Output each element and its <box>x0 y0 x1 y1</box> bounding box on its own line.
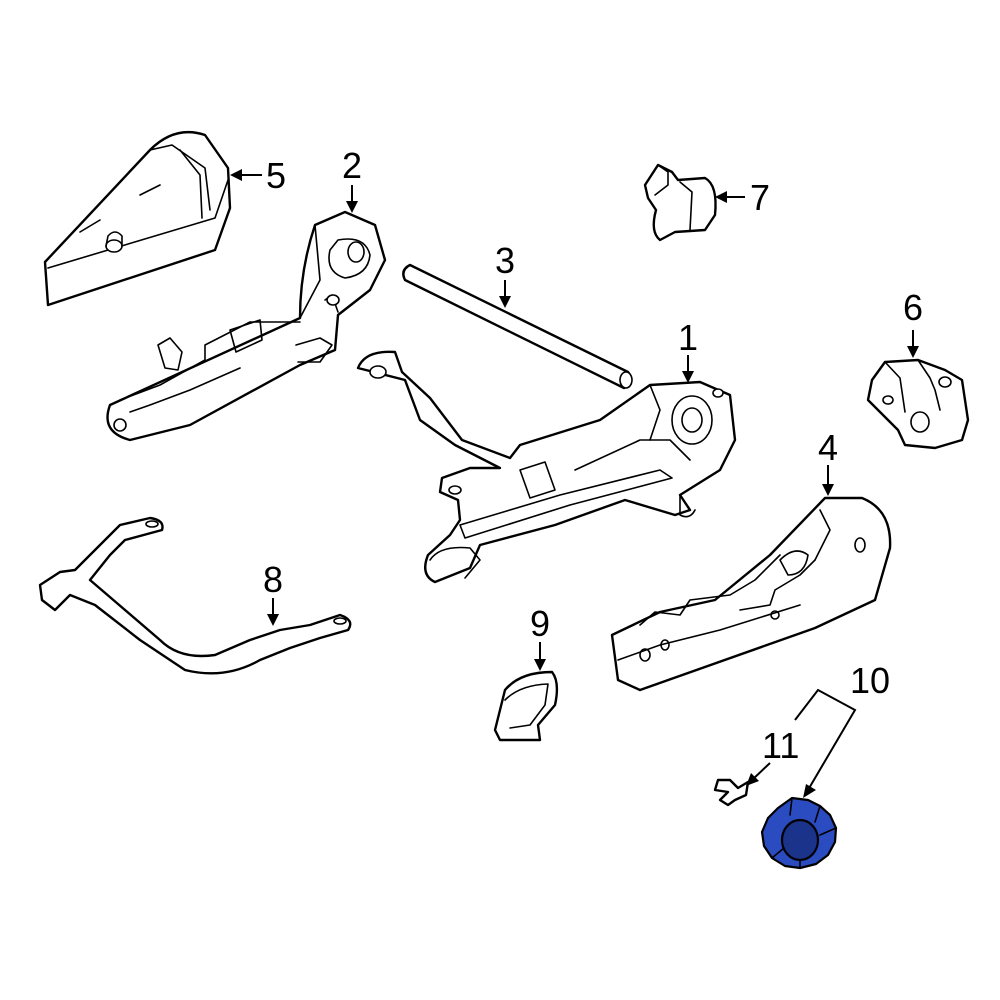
part-11-clip[interactable] <box>713 778 750 807</box>
part-6-bracket[interactable] <box>866 358 970 450</box>
part-8-rod[interactable] <box>38 516 352 675</box>
part-9-cap[interactable] <box>493 670 559 742</box>
part-4-side-shield[interactable] <box>610 496 892 692</box>
part-5-cover[interactable] <box>43 130 232 307</box>
callout-7: 7 <box>750 177 770 218</box>
knob-face[interactable] <box>780 818 820 862</box>
callout-6: 6 <box>903 287 923 328</box>
part-10-knob[interactable] <box>760 796 838 870</box>
callout-labels: 1 2 3 4 5 6 7 8 9 10 11 <box>263 145 923 766</box>
callout-3: 3 <box>495 240 515 281</box>
part-3-tube[interactable] <box>402 263 633 390</box>
callout-8: 8 <box>263 559 283 600</box>
callout-5: 5 <box>266 155 286 196</box>
callout-1: 1 <box>678 317 698 358</box>
callout-11: 11 <box>762 725 799 766</box>
callout-10: 10 <box>850 660 890 701</box>
callout-2: 2 <box>342 145 362 186</box>
callout-9: 9 <box>530 603 550 644</box>
part-1-seat-track[interactable] <box>356 350 737 584</box>
callout-4: 4 <box>818 427 838 468</box>
part-7-clip[interactable] <box>643 163 717 242</box>
callout-leaders <box>230 169 919 798</box>
part-2-recliner[interactable] <box>106 210 387 442</box>
